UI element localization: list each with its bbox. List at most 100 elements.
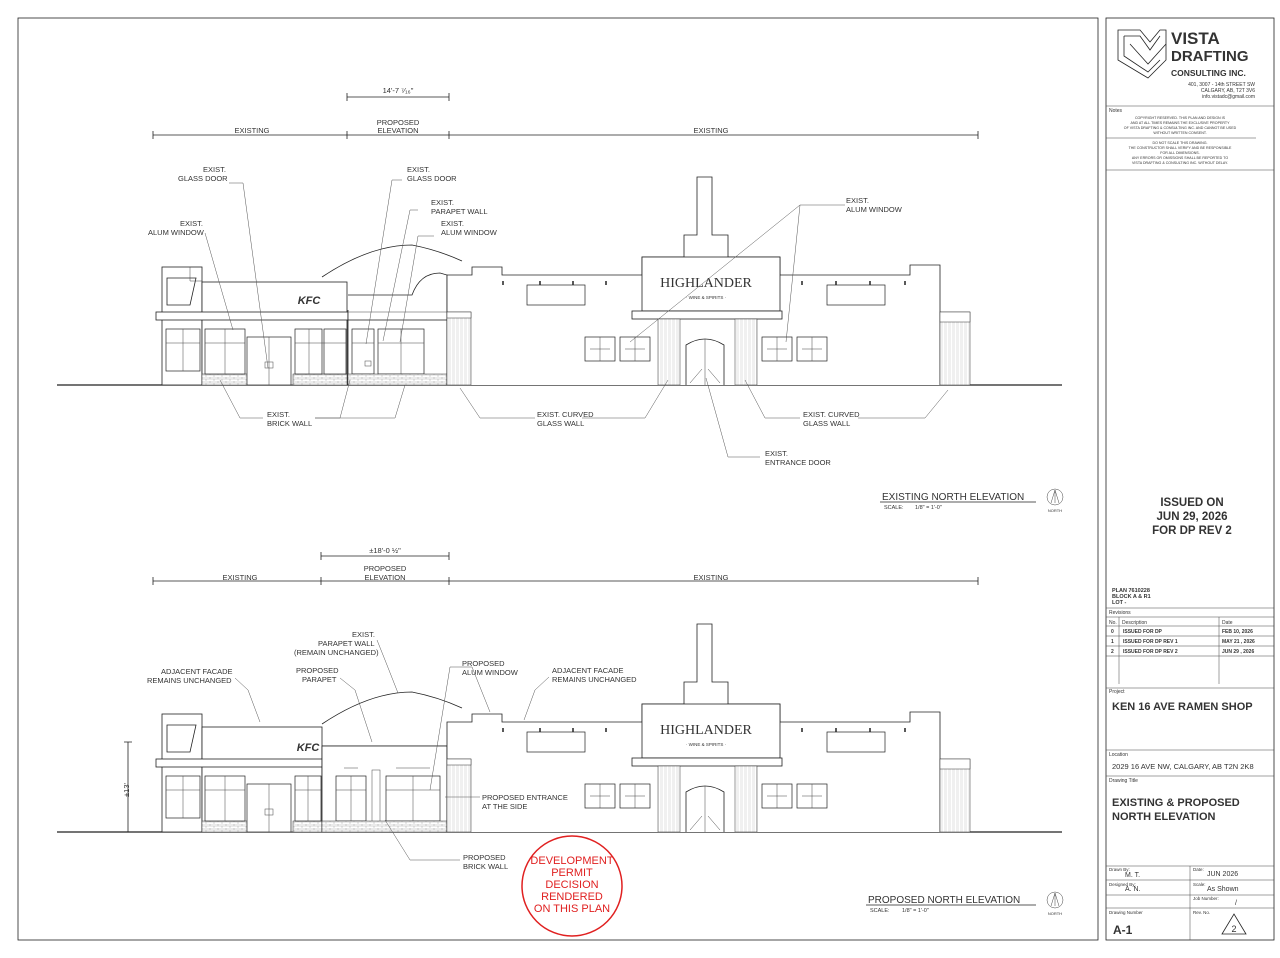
- date-label: Date:: [1193, 867, 1204, 872]
- existing-north-elevation: 14'-7 ⁷⁄₁₆" EXISTING PROPOSED ELEVATION …: [57, 86, 1064, 513]
- label-alum-window-left-1: EXIST.: [180, 219, 203, 228]
- dim-existing-left-2: EXISTING: [222, 573, 257, 582]
- label-glass-door-right-2: GLASS DOOR: [407, 174, 457, 183]
- label-curved-right-2: GLASS WALL: [803, 419, 850, 428]
- note-5: DO NOT SCALE THIS DRAWING.: [1152, 141, 1207, 145]
- stamp-line-3: DECISION: [545, 879, 598, 891]
- dim-top-1: 14'-7 ⁷⁄₁₆": [383, 86, 414, 95]
- rev-1-date: MAY 21 , 2026: [1222, 639, 1255, 645]
- highlander-sign-1: HIGHLANDER: [660, 276, 752, 291]
- issued-line-3: FOR DP REV 2: [1152, 525, 1232, 537]
- existing-elevation-title: EXISTING NORTH ELEVATION: [882, 492, 1024, 503]
- label-parapet-2-3: (REMAIN UNCHANGED): [294, 648, 379, 657]
- drawing-number: A-1: [1113, 923, 1133, 937]
- lot-number: LOT -: [1112, 600, 1127, 606]
- stamp-line-1: DEVELOPMENT: [530, 855, 613, 867]
- label-curved-left-2: GLASS WALL: [537, 419, 584, 428]
- drawn-by: M. T.: [1125, 872, 1140, 879]
- dim-existing-right-2: EXISTING: [693, 573, 728, 582]
- label-glass-door-right-1: EXIST.: [407, 165, 430, 174]
- label-parapet-1: EXIST.: [431, 198, 454, 207]
- scale-1: 1/8" = 1'-0": [915, 505, 942, 511]
- label-prop-entrance-2: AT THE SIDE: [482, 802, 527, 811]
- drawing-title-2: NORTH ELEVATION: [1112, 811, 1216, 823]
- drawing-title-label: Drawing Title: [1109, 778, 1138, 784]
- rev-header-no: No.: [1109, 620, 1117, 626]
- project-label: Project: [1109, 689, 1125, 695]
- issued-line-1: ISSUED ON: [1160, 497, 1223, 509]
- rev-no: 2: [1231, 924, 1236, 934]
- height-dim-2: ±13': [122, 782, 131, 796]
- label-prop-parapet-1: PROPOSED: [296, 666, 339, 675]
- revision-triangle-icon: [1221, 913, 1247, 935]
- job-number: /: [1235, 900, 1237, 907]
- label-exist-glass-door-left-2: GLASS DOOR: [178, 174, 228, 183]
- location-label: Location: [1109, 752, 1128, 758]
- plan-number: PLAN 7610228: [1112, 588, 1150, 594]
- label-adj-left-2: REMAINS UNCHANGED: [147, 676, 232, 685]
- dim-proposed-1: PROPOSED: [377, 118, 420, 127]
- stamp-line-2: PERMIT: [551, 867, 593, 879]
- note-9: VISTA DRAFTING & CONSULTING INC. WITHOUT…: [1132, 161, 1228, 165]
- company-name-1: VISTA: [1171, 29, 1220, 48]
- block-number: BLOCK A & R1: [1112, 594, 1151, 600]
- dim-proposed-elev-1: ELEVATION: [378, 126, 419, 135]
- rev-0-no: 0: [1111, 629, 1114, 635]
- dim-top-2: ±18'-0 ½": [369, 546, 401, 555]
- company-name-3: CONSULTING INC.: [1171, 68, 1246, 78]
- label-alum-window-right-1: EXIST.: [846, 196, 869, 205]
- designed-by: A. N.: [1125, 886, 1141, 893]
- issued-line-2: JUN 29, 2026: [1157, 511, 1228, 523]
- label-entrance-2: ENTRANCE DOOR: [765, 458, 831, 467]
- company-address-1: 401, 3007 - 14th STREET SW: [1188, 82, 1255, 88]
- dim-existing-right-1: EXISTING: [693, 126, 728, 135]
- company-name-2: DRAFTING: [1171, 48, 1249, 65]
- rev-1-desc: ISSUED FOR DP REV 1: [1123, 639, 1178, 645]
- note-6: THE CONSTRUCTOR SHALL VERIFY AND BE RESP…: [1129, 146, 1232, 150]
- development-permit-stamp: DEVELOPMENT PERMIT DECISION RENDERED ON …: [521, 835, 623, 937]
- revisions-label: Revisions: [1109, 610, 1131, 616]
- revisions-table: No. Description Date 0 ISSUED FOR DP FEB…: [1106, 616, 1274, 684]
- rev-no-label: Rev. No.: [1193, 910, 1210, 915]
- highlander-subtitle-1: · WINE & SPIRITS ·: [686, 295, 726, 300]
- drawing-title-1: EXISTING & PROPOSED: [1112, 797, 1240, 809]
- note-1: COPYRIGHT RESERVED. THIS PLAN AND DESIGN…: [1135, 116, 1226, 120]
- highlander-subtitle-2: · WINE & SPIRITS ·: [686, 742, 726, 747]
- note-2: AND AT ALL TIMES REMAINS THE EXCLUSIVE P…: [1131, 121, 1231, 125]
- label-alum-window-mid-2: ALUM WINDOW: [441, 228, 498, 237]
- scale-tb: As Shown: [1207, 886, 1239, 893]
- sheet-border: [17, 17, 1099, 941]
- label-parapet-2-1: EXIST.: [352, 630, 375, 639]
- company-email: info.vistadc@gmail.com: [1202, 94, 1255, 100]
- rev-0-date: FEB 10, 2026: [1222, 629, 1253, 635]
- label-brick-2: BRICK WALL: [267, 419, 312, 428]
- rev-2-no: 2: [1111, 649, 1114, 655]
- notes-label: Notes: [1109, 108, 1123, 114]
- rev-2-desc: ISSUED FOR DP REV 2: [1123, 649, 1178, 655]
- kfc-sign-1: KFC: [298, 295, 322, 307]
- dim-proposed-2: PROPOSED: [364, 564, 407, 573]
- label-prop-brick-1: PROPOSED: [463, 853, 506, 862]
- label-parapet-2: PARAPET WALL: [431, 207, 488, 216]
- label-adj-right-1: ADJACENT FACADE: [552, 666, 624, 675]
- title-block: VISTA DRAFTING CONSULTING INC. 401, 3007…: [1105, 17, 1275, 941]
- north-arrow-icon: [1046, 488, 1064, 506]
- label-curved-left-1: EXIST. CURVED: [537, 410, 594, 419]
- stamp-line-5: ON THIS PLAN: [534, 903, 610, 915]
- rev-header-desc: Description: [1122, 620, 1147, 626]
- north-label-1: NORTH: [1048, 508, 1062, 513]
- drawing-number-label: Drawing Number: [1109, 910, 1143, 915]
- rev-header-date: Date: [1222, 620, 1233, 626]
- label-brick-1: EXIST.: [267, 410, 290, 419]
- label-parapet-2-2: PARAPET WALL: [318, 639, 375, 648]
- scale-label-tb: Scale:: [1193, 882, 1206, 887]
- label-exist-glass-door-left-1: EXIST.: [203, 165, 226, 174]
- label-prop-window-1: PROPOSED: [462, 659, 505, 668]
- note-8: ANY ERRORS OR OMISSIONS SHALL BE REPORTE…: [1132, 156, 1228, 160]
- label-curved-right-1: EXIST. CURVED: [803, 410, 860, 419]
- rev-1-no: 1: [1111, 639, 1114, 645]
- job-number-label: Job Number:: [1193, 896, 1219, 901]
- location-address: 2029 16 AVE NW, CALGARY, AB T2N 2K8: [1112, 762, 1254, 771]
- label-adj-right-2: REMAINS UNCHANGED: [552, 675, 637, 684]
